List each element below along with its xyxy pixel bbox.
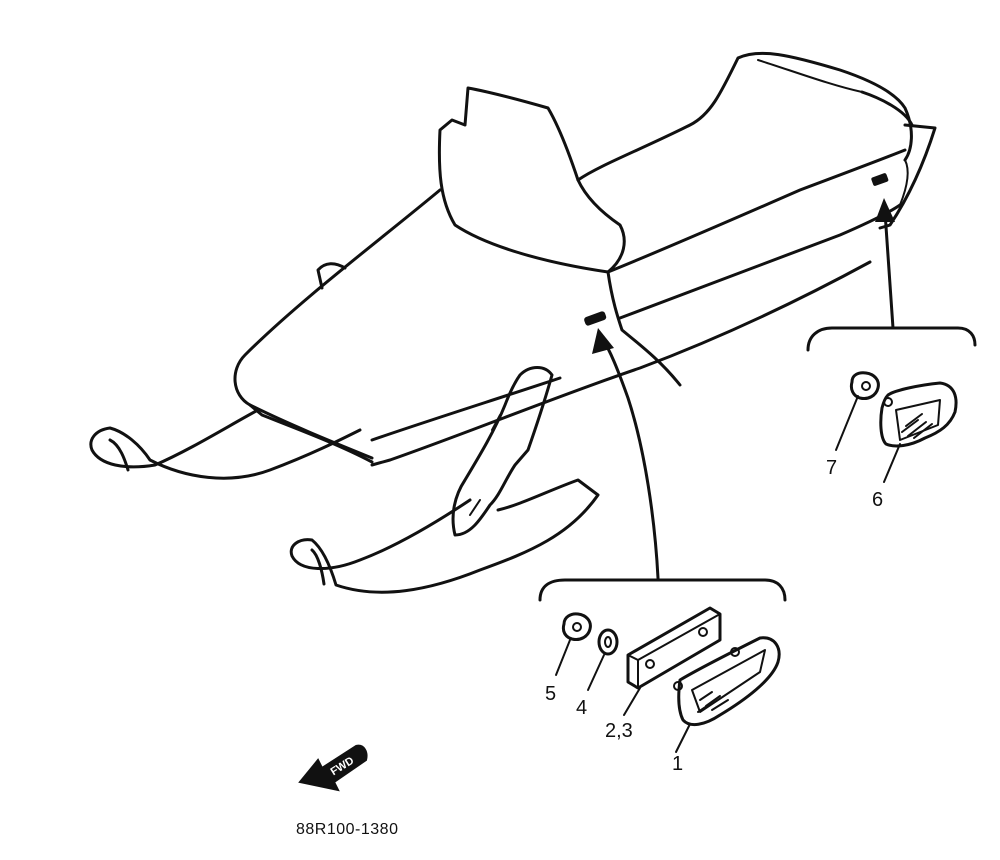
part-1-hatch — [697, 691, 729, 713]
leader-2-3 — [623, 687, 641, 716]
part-1-reflector — [677, 636, 781, 727]
body-side-upper — [606, 148, 907, 274]
front-group-bracket — [538, 578, 787, 602]
right-ski-hook — [310, 548, 326, 586]
label-part-6: 6 — [872, 489, 883, 511]
left-ski — [89, 408, 362, 480]
rear-arrowhead — [875, 198, 895, 222]
front-leader-line — [600, 336, 660, 580]
hood-vent — [316, 262, 347, 290]
part-1-lens — [691, 649, 766, 713]
fwd-arrow-shape — [298, 744, 368, 792]
seat-top-line — [757, 59, 863, 93]
label-part-5: 5 — [545, 683, 556, 705]
side-step — [606, 270, 682, 387]
seat — [576, 51, 913, 182]
leader-4 — [587, 654, 605, 691]
part-4-washer — [597, 628, 619, 656]
rear-group-bracket — [806, 326, 977, 352]
hood-side — [248, 403, 374, 464]
body-side-lower — [618, 203, 902, 320]
rear-reflector-group: 7 6 — [826, 371, 958, 511]
left-ski-hook — [108, 438, 130, 472]
hood-outline — [233, 188, 442, 460]
rear-flap — [899, 159, 909, 206]
part-6-mount — [883, 397, 893, 407]
leader-arrows — [538, 198, 977, 602]
part-6-lens — [895, 399, 941, 441]
body-stripe — [370, 376, 562, 442]
leader-5 — [555, 639, 571, 676]
snowmobile-illustration — [89, 51, 937, 594]
windshield — [437, 86, 626, 274]
front-arrowhead — [592, 328, 614, 354]
part-5-nut — [561, 612, 592, 641]
body-bottom — [370, 260, 872, 467]
label-part-1: 1 — [672, 753, 683, 775]
part-7-nut — [849, 371, 880, 400]
rear-leader-line — [883, 210, 895, 330]
strut-detail — [469, 414, 501, 516]
right-ski — [289, 478, 600, 594]
part-2-3-plate — [626, 606, 722, 690]
leader-1 — [675, 723, 691, 753]
forward-direction-arrow: FWD — [298, 744, 368, 792]
front-reflector-marker — [584, 311, 607, 326]
label-part-2-3: 2,3 — [605, 720, 633, 742]
part-6-reflector — [879, 381, 958, 448]
drawing-code: 88R100-1380 — [296, 821, 398, 838]
label-part-4: 4 — [576, 697, 587, 719]
label-part-7: 7 — [826, 457, 837, 479]
front-reflector-group: 5 4 2,3 1 — [545, 606, 781, 775]
seat-back — [860, 90, 914, 127]
rear-reflector-marker — [871, 173, 889, 186]
leader-7 — [835, 395, 859, 451]
part-6-hatch — [901, 413, 933, 439]
leader-6 — [883, 443, 901, 483]
